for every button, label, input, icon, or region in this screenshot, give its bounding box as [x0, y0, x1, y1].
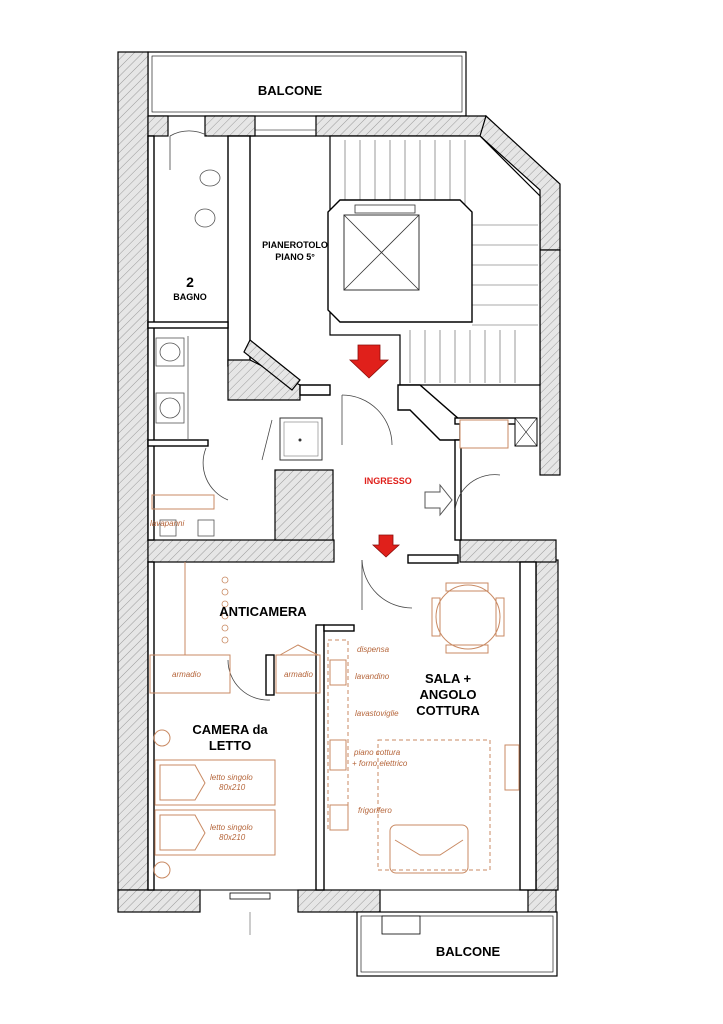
stairwell — [327, 135, 541, 386]
laundry-label: lavapanni — [150, 519, 184, 528]
oven-label: + forno elettrico — [352, 759, 408, 768]
living-label-2: ANGOLO — [419, 687, 476, 702]
arrow-down-small-icon — [371, 534, 401, 558]
bed-1-label: letto singolo — [210, 773, 253, 782]
pantry-label: dispensa — [357, 645, 390, 654]
kitchen-furniture — [327, 582, 520, 874]
fridge-label: frigorifero — [358, 806, 392, 815]
arrow-right-outline-icon — [424, 483, 453, 517]
anteroom-label: ANTICAMERA — [219, 604, 307, 619]
balcony-top-label: BALCONE — [258, 83, 323, 98]
balcony-bottom — [200, 889, 558, 977]
cooktop-label: piano cottura — [353, 748, 401, 757]
entry-arrows — [348, 344, 453, 558]
bed-2-label: letto singolo — [210, 823, 253, 832]
balcony-top — [147, 51, 467, 117]
bed-2-size: 80x210 — [219, 833, 246, 842]
bathroom-number: 2 — [186, 274, 194, 290]
balcony-bottom-label: BALCONE — [436, 944, 501, 959]
bathroom-fixtures — [151, 169, 221, 537]
bed-1-size: 80x210 — [219, 783, 246, 792]
landing-label: PIANEROTOLO — [262, 240, 328, 250]
living-label-3: COTTURA — [416, 703, 480, 718]
service-box — [459, 417, 538, 449]
floor-label: PIANO 5° — [275, 252, 315, 262]
entrance-label: INGRESSO — [364, 476, 412, 486]
interior-walls — [147, 554, 537, 891]
bedroom-label-2: LETTO — [209, 738, 251, 753]
dishwasher-label: lavastoviglie — [355, 709, 399, 718]
wardrobe-right-label: armadio — [284, 670, 313, 679]
wardrobe-left-label: armadio — [172, 670, 201, 679]
living-label-1: SALA + — [425, 671, 472, 686]
bedroom-furniture — [149, 562, 321, 879]
exterior-walls — [117, 51, 561, 913]
bathroom-walls — [147, 135, 301, 541]
shower — [261, 417, 323, 461]
sink-label: lavandino — [355, 672, 390, 681]
bedroom-label-1: CAMERA da — [192, 722, 268, 737]
bathroom-label: BAGNO — [173, 292, 207, 302]
landing-walls — [243, 129, 536, 541]
arrow-down-large-icon — [348, 344, 390, 379]
doors — [169, 130, 501, 701]
